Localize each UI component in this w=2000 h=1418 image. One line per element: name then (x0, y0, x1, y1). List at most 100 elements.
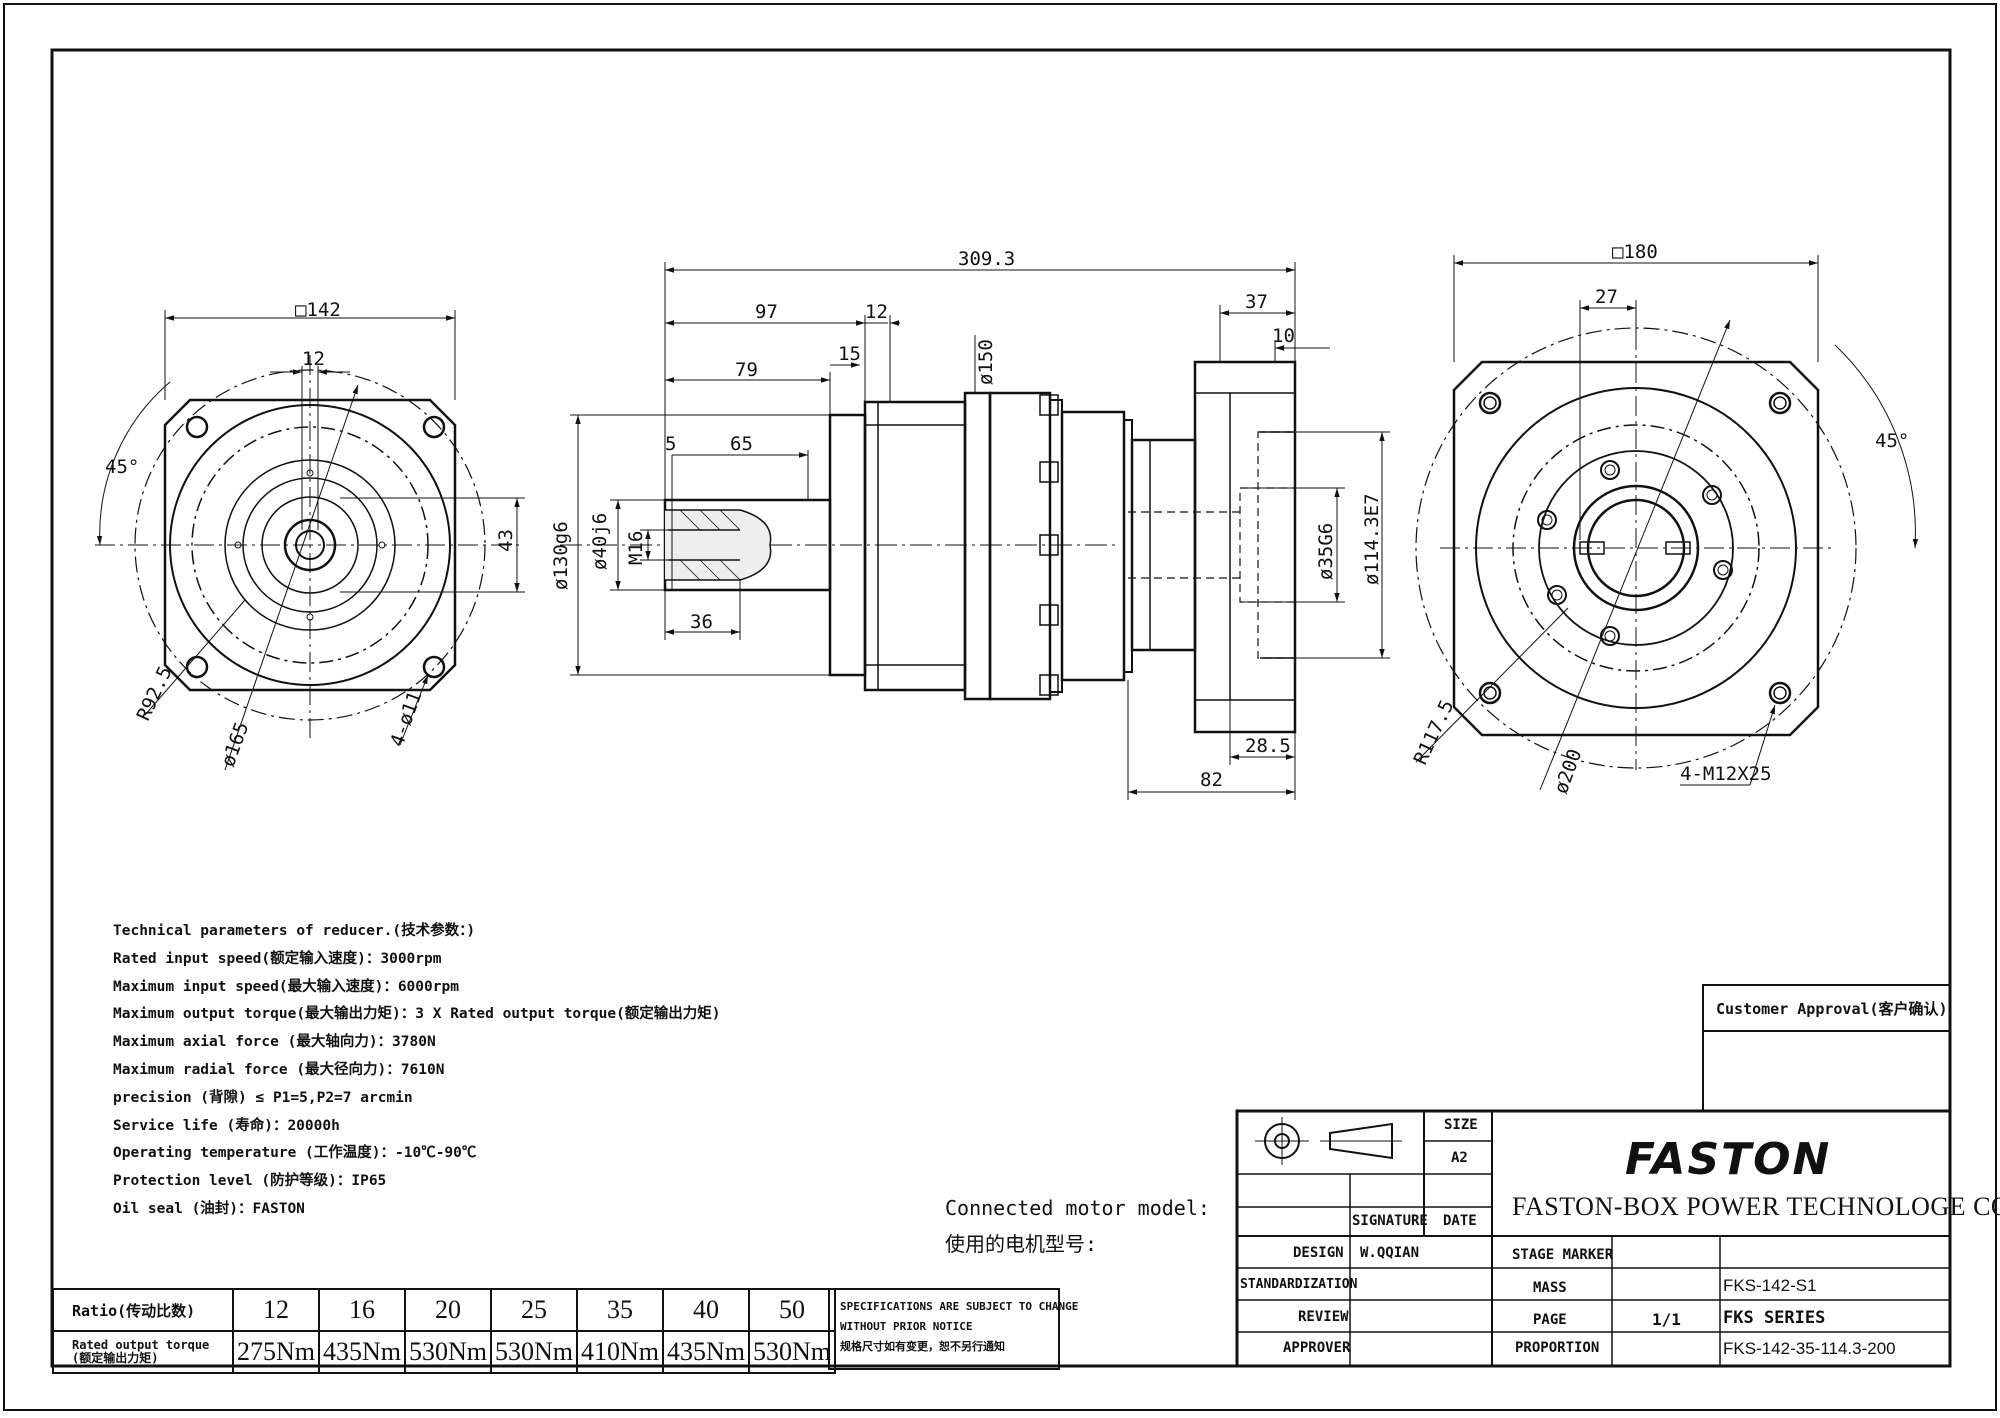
torque-cell: 435Nm (318, 1330, 406, 1374)
param-oil-seal: Oil seal (油封)：FASTON (113, 1200, 305, 1217)
ratio-cell: 25 (490, 1288, 578, 1332)
torque-row-label: Rated output torque (额定输出力矩) (52, 1330, 234, 1374)
ratio-cell: 35 (576, 1288, 664, 1332)
param-operating-temperature: Operating temperature (工作温度)：-10℃-90℃ (113, 1145, 477, 1162)
ratio-cell: 16 (318, 1288, 406, 1332)
dim-thread-m16: M16 (625, 531, 647, 565)
torque-label-en: Rated output torque (72, 1338, 210, 1352)
dim-82: 82 (1200, 769, 1223, 791)
torque-cell: 410Nm (576, 1330, 664, 1374)
size-value: A2 (1451, 1150, 1468, 1166)
model-number: FKS-142-S1 (1723, 1276, 1817, 1295)
param-precision: precision (背隙) ≤ P1=5,P2=7 arcmin (113, 1089, 413, 1106)
dim-12-side: 12 (865, 301, 888, 323)
ratio-row-label: Ratio(传动比数) (52, 1288, 234, 1332)
ratio-cell: 40 (662, 1288, 750, 1332)
dim-15: 15 (838, 343, 861, 365)
front-view-motor (1415, 255, 1919, 791)
param-max-axial-force: Maximum axial force (最大轴向力)：3780N (113, 1034, 436, 1051)
dim-spigot-114-3e7: ø114.3E7 (1361, 493, 1383, 585)
motor-label-cn: 使用的电机型号: (945, 1232, 1098, 1256)
ratio-cell: 50 (748, 1288, 836, 1332)
signature-label: SIGNATURE (1352, 1213, 1428, 1229)
param-max-input-speed: Maximum input speed(最大输入速度)：6000rpm (113, 978, 459, 995)
approver-label: APPROVER (1283, 1340, 1351, 1356)
dim-r92-5: R92.5 (133, 663, 177, 724)
dim-43: 43 (495, 529, 517, 552)
dim-square-142: □142 (295, 299, 341, 321)
part-number: FKS-142-35-114.3-200 (1723, 1339, 1896, 1358)
dim-pilot-130g6: ø130g6 (550, 521, 572, 590)
ratio-cell: 20 (404, 1288, 492, 1332)
ratio-table: Ratio(传动比数) 12 16 20 25 35 40 50 Rated o… (52, 1288, 836, 1374)
dim-10: 10 (1272, 325, 1295, 347)
series-name: FKS SERIES (1723, 1308, 1826, 1328)
dim-r117-5: R117.5 (1410, 697, 1459, 769)
page-label: PAGE (1533, 1312, 1567, 1328)
torque-cell: 435Nm (662, 1330, 750, 1374)
dim-5: 5 (665, 433, 676, 455)
table-row: Rated output torque (额定输出力矩) 275Nm 435Nm… (52, 1330, 836, 1374)
side-view (560, 262, 1390, 800)
front-view-output (95, 310, 525, 771)
torque-cell: 275Nm (232, 1330, 320, 1374)
dim-square-180: □180 (1612, 241, 1658, 263)
torque-cell: 530Nm (404, 1330, 492, 1374)
param-service-life: Service life (寿命)：20000h (113, 1117, 340, 1134)
param-max-output-torque: Maximum output torque(最大输出力矩)：3 X Rated … (113, 1006, 721, 1023)
param-protection-level: Protection level (防护等级)：IP65 (113, 1173, 387, 1190)
front-view-motor-labels: □180 27 45° R117.5 ø200 4-M12X25 (1410, 241, 1910, 797)
param-heading: Technical parameters of reducer.(技术参数：) (113, 923, 476, 939)
design-label: DESIGN (1293, 1245, 1344, 1261)
customer-approval-label: Customer Approval(客户确认) (1716, 1000, 1948, 1018)
dim-dia-200: ø200 (1550, 746, 1586, 797)
technical-parameters: Technical parameters of reducer.(技术参数：) … (113, 918, 721, 1224)
param-rated-input-speed: Rated input speed(额定输入速度)：3000rpm (113, 950, 442, 967)
size-label: SIZE (1444, 1117, 1478, 1133)
torque-label-cn: (额定输出力矩) (72, 1351, 159, 1365)
notice-line-2: WITHOUT PRIOR NOTICE (840, 1320, 973, 1333)
dim-angle-45-right: 45° (1875, 430, 1909, 452)
dim-36: 36 (690, 611, 713, 633)
dim-shaft-40j6: ø40j6 (589, 513, 611, 570)
dim-28-5: 28.5 (1245, 735, 1291, 757)
dim-dia-165: ø165 (217, 719, 253, 770)
proportion-label: PROPORTION (1515, 1340, 1600, 1356)
standardization-label: STANDARDIZATION (1240, 1277, 1358, 1292)
dim-dia-150: ø150 (975, 339, 997, 385)
connected-motor: Connected motor model: 使用的电机型号: (945, 1190, 1210, 1262)
date-label: DATE (1443, 1213, 1477, 1229)
dim-79: 79 (735, 359, 758, 381)
motor-label-en: Connected motor model: (945, 1196, 1210, 1220)
review-label: REVIEW (1298, 1309, 1349, 1325)
mass-label: MASS (1533, 1280, 1567, 1296)
dim-4-holes: 4-ø11 (386, 688, 426, 749)
stage-marker-label: STAGE MARKER (1512, 1247, 1614, 1263)
dim-309-3: 309.3 (958, 248, 1015, 270)
page-value: 1/1 (1652, 1310, 1681, 1329)
designer-name: W.QQIAN (1360, 1245, 1420, 1261)
table-row: Ratio(传动比数) 12 16 20 25 35 40 50 (52, 1288, 836, 1332)
dim-65: 65 (730, 433, 753, 455)
dim-angle-45: 45° (105, 456, 139, 478)
side-view-labels: 309.3 97 12 79 15 5 65 36 ø150 ø130g6 ø4… (550, 248, 1383, 791)
notice-line-3: 规格尺寸如有变更，恕不另行通知 (840, 1340, 1005, 1353)
param-max-radial-force: Maximum radial force (最大径向力)：7610N (113, 1061, 445, 1078)
dim-37: 37 (1245, 291, 1268, 313)
notice-box (828, 1288, 1060, 1370)
title-block-grid (1235, 984, 1952, 1368)
specification-notice: SPECIFICATIONS ARE SUBJECT TO CHANGE WIT… (840, 1297, 1078, 1357)
company-name: FASTON-BOX POWER TECHNOLOGE CO. LTD. (1512, 1192, 2000, 1221)
torque-cell: 530Nm (490, 1330, 578, 1374)
dim-97: 97 (755, 301, 778, 323)
dim-4-m12x25: 4-M12X25 (1680, 763, 1772, 785)
notice-line-1: SPECIFICATIONS ARE SUBJECT TO CHANGE (840, 1300, 1079, 1313)
torque-cell: 530Nm (748, 1330, 836, 1374)
dim-key-12: 12 (302, 348, 325, 370)
dim-27: 27 (1595, 286, 1618, 308)
dim-bore-35g6: ø35G6 (1315, 523, 1337, 580)
faston-logo: FASTON (1625, 1134, 1832, 1185)
ratio-cell: 12 (232, 1288, 320, 1332)
